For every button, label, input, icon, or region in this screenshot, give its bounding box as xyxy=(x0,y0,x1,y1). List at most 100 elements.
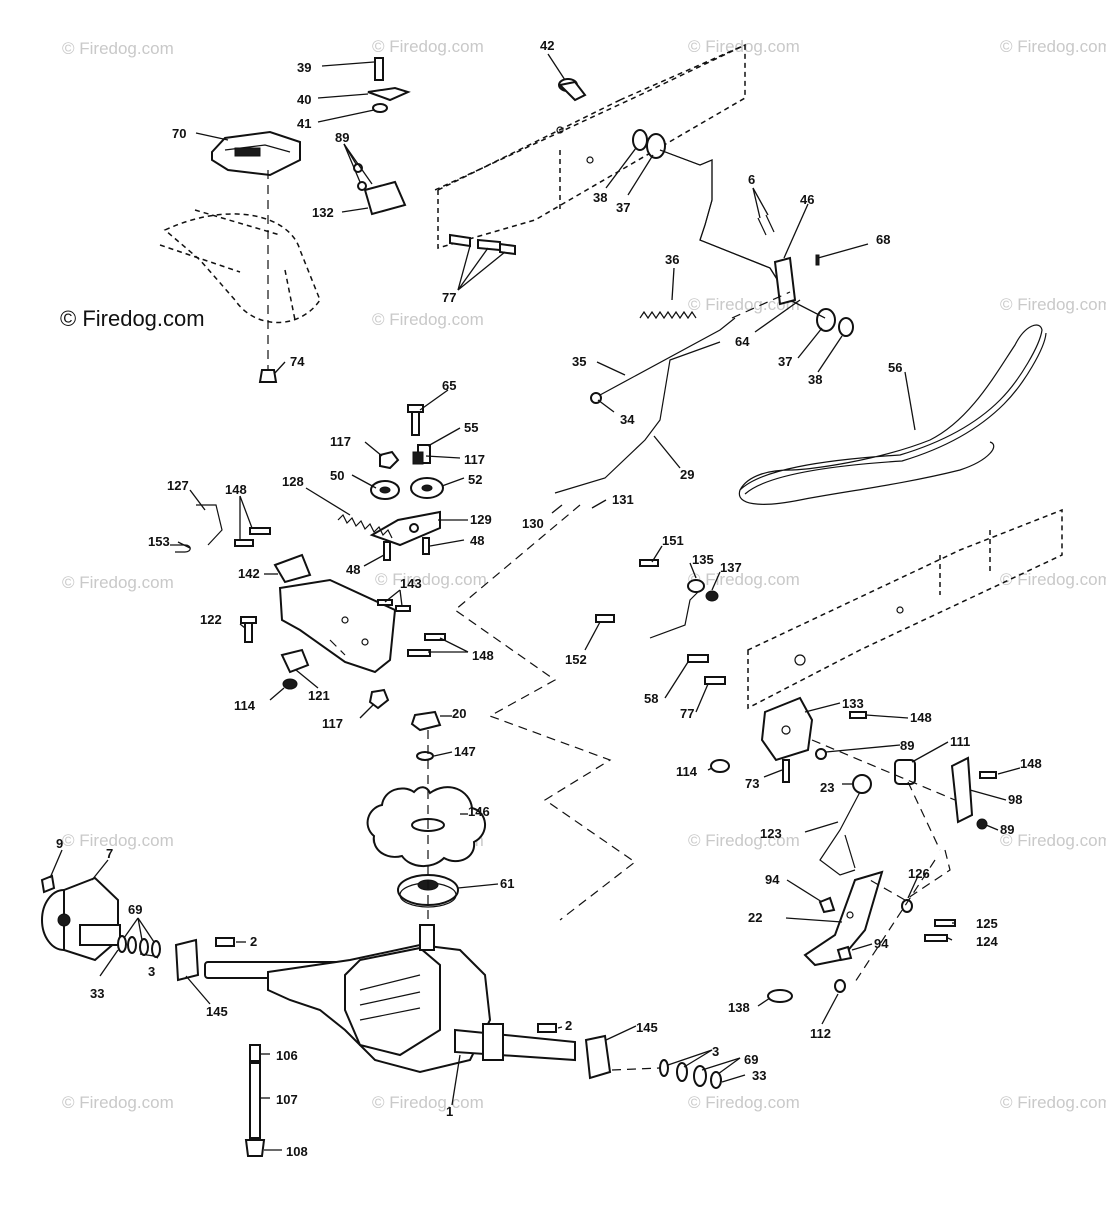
callout-111: 111 xyxy=(950,734,970,749)
part-148-bolt-far-right xyxy=(979,771,997,779)
watermark: © Firedog.com xyxy=(688,831,800,850)
callout-148: 148 xyxy=(225,482,247,497)
part-61-pulley xyxy=(397,874,459,908)
part-138-washer xyxy=(767,989,793,1003)
callout-40: 40 xyxy=(297,92,311,107)
part-148-bolts-mid xyxy=(407,633,446,657)
callout-68: 68 xyxy=(876,232,890,247)
part-98-bracket xyxy=(950,756,974,824)
watermark: © Firedog.com xyxy=(62,573,174,592)
callout-94: 94 xyxy=(874,936,889,951)
callout-34: 34 xyxy=(620,412,635,427)
callout-142: 142 xyxy=(238,566,260,581)
part-145-clip-right xyxy=(584,1034,612,1080)
callout-132: 132 xyxy=(312,205,334,220)
part-74-bolt xyxy=(258,369,278,383)
part-127-rod xyxy=(196,504,223,546)
callout-130: 130 xyxy=(522,516,544,531)
watermarks: © Firedog.com © Firedog.com © Firedog.co… xyxy=(60,37,1106,1112)
callout-148: 148 xyxy=(1020,756,1042,771)
part-69-3-washers-left xyxy=(117,935,161,958)
part-23-knob xyxy=(852,774,872,794)
callout-145: 145 xyxy=(636,1020,658,1035)
part-69-3-washers-right xyxy=(659,1059,722,1089)
part-39-41-hardware xyxy=(367,57,411,113)
part-121-bracket xyxy=(280,648,310,690)
watermark: © Firedog.com xyxy=(372,310,484,329)
callout-73: 73 xyxy=(745,776,759,791)
part-73-bolt xyxy=(782,759,790,783)
callout-42: 42 xyxy=(540,38,554,53)
callout-146: 146 xyxy=(468,804,490,819)
watermark: © Firedog.com xyxy=(1000,1093,1106,1112)
watermark: © Firedog.com xyxy=(688,1093,800,1112)
callout-152: 152 xyxy=(565,652,587,667)
belt-route xyxy=(329,504,637,921)
dashed-guide xyxy=(811,739,956,801)
callout-61: 61 xyxy=(500,876,514,891)
callout-33: 33 xyxy=(90,986,104,1001)
callout-106: 106 xyxy=(276,1048,298,1063)
callout-23: 23 xyxy=(820,780,834,795)
part-106-fitting xyxy=(249,1044,261,1062)
part-56-belt xyxy=(738,324,1047,505)
callout-128: 128 xyxy=(282,474,304,489)
callout-148: 148 xyxy=(472,648,494,663)
callout-3: 3 xyxy=(712,1044,719,1059)
callout-70: 70 xyxy=(172,126,186,141)
callout-64: 64 xyxy=(735,334,750,349)
callout-137: 137 xyxy=(720,560,742,575)
part-111-bushing xyxy=(894,759,916,785)
fender-outline xyxy=(159,209,321,324)
part-122-bolt xyxy=(240,616,257,643)
callout-37: 37 xyxy=(778,354,792,369)
callout-20: 20 xyxy=(452,706,466,721)
dashed-guide xyxy=(611,1067,661,1071)
part-29-rod xyxy=(554,341,721,494)
part-148-bolt-right xyxy=(849,711,867,719)
part-42-bushing xyxy=(557,78,587,102)
callout-114: 114 xyxy=(676,764,698,779)
part-2-key-left xyxy=(215,937,235,947)
watermark: © Firedog.com xyxy=(688,295,800,314)
callout-107: 107 xyxy=(276,1092,298,1107)
callout-127: 127 xyxy=(167,478,189,493)
part-22-bracket xyxy=(803,870,884,967)
watermark: © Firedog.com xyxy=(62,831,174,850)
lower-frame-rail xyxy=(747,508,1063,710)
part-37-38-washers xyxy=(632,129,854,337)
part-36-spring xyxy=(639,310,697,320)
leader-lines xyxy=(49,53,1021,1151)
callout-69: 69 xyxy=(128,902,142,917)
callout-151: 151 xyxy=(662,533,684,548)
callout-112: 112 xyxy=(810,1026,831,1041)
callout-37: 37 xyxy=(616,200,630,215)
part-133-bracket xyxy=(760,696,814,762)
callout-2: 2 xyxy=(250,934,257,949)
callout-89: 89 xyxy=(1000,822,1014,837)
callout-29: 29 xyxy=(680,467,694,482)
watermark: © Firedog.com xyxy=(1000,37,1106,56)
watermark: © Firedog.com xyxy=(1000,570,1106,589)
callout-36: 36 xyxy=(665,252,679,267)
part-126-washer xyxy=(901,899,913,913)
callout-6: 6 xyxy=(748,172,755,187)
part-52-pulley xyxy=(410,477,444,499)
callout-122: 122 xyxy=(200,612,222,627)
callout-117: 117 xyxy=(330,434,351,449)
callout-89: 89 xyxy=(900,738,914,753)
callout-33: 33 xyxy=(752,1068,766,1083)
upper-frame-rail xyxy=(434,43,746,249)
part-58-77-bolts xyxy=(687,654,726,685)
part-112-nut xyxy=(834,979,846,993)
part-123-lever xyxy=(819,791,861,876)
part-135-rod xyxy=(649,579,719,639)
callout-153: 153 xyxy=(148,534,170,549)
callout-117: 117 xyxy=(322,716,343,731)
part-20-nut xyxy=(410,710,442,732)
part-1-transaxle xyxy=(204,924,576,1074)
callout-138: 138 xyxy=(728,1000,750,1015)
watermark: © Firedog.com xyxy=(62,1093,174,1112)
part-142-bracket xyxy=(273,553,397,674)
watermark: © Firedog.com xyxy=(372,1093,484,1112)
